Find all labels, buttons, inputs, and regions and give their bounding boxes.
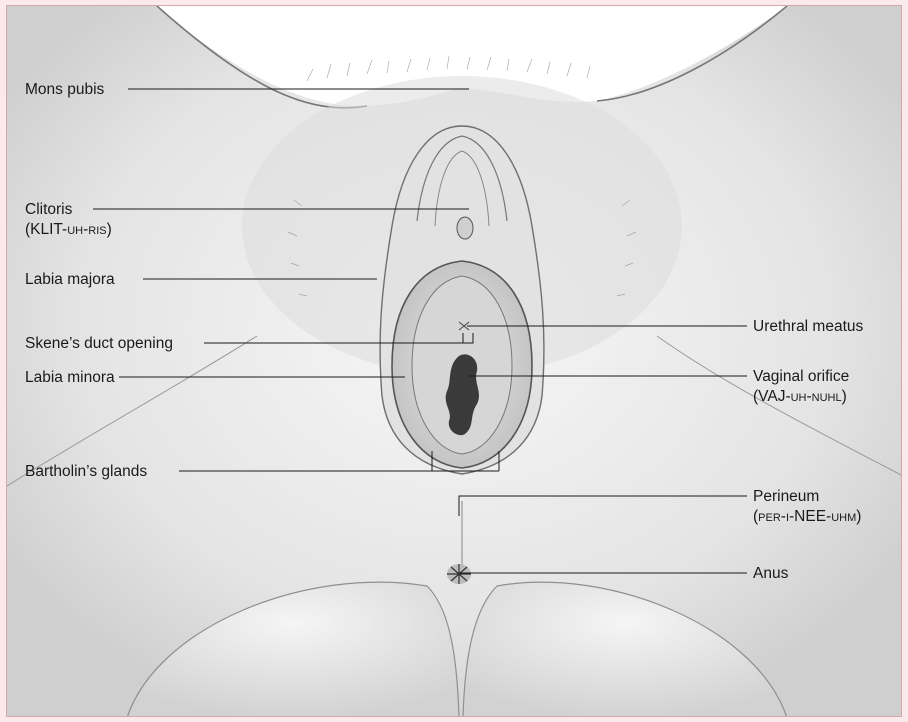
clitoris-shape — [457, 217, 473, 239]
label-perineum-pronunciation: (per-i-NEE-uhm) — [753, 507, 861, 526]
anus-shape — [447, 564, 471, 584]
label-clitoris: Clitoris — [25, 200, 72, 219]
anatomy-illustration — [7, 6, 902, 717]
figure-frame: Mons pubis Clitoris (KLIT-uh-ris) Labia … — [6, 5, 902, 717]
label-perineum: Perineum — [753, 487, 819, 506]
label-labia-minora: Labia minora — [25, 368, 115, 387]
label-urethral-meatus: Urethral meatus — [753, 317, 863, 336]
label-anus: Anus — [753, 564, 788, 583]
label-vaginal-orifice-pronunciation: (VAJ-uh-nuhl) — [753, 387, 847, 406]
label-vaginal-orifice: Vaginal orifice — [753, 367, 849, 386]
label-bartholins-glands: Bartholin’s glands — [25, 462, 147, 481]
label-labia-majora: Labia majora — [25, 270, 115, 289]
label-skenes-duct-opening: Skene’s duct opening — [25, 334, 173, 353]
label-clitoris-pronunciation: (KLIT-uh-ris) — [25, 220, 112, 239]
label-mons-pubis: Mons pubis — [25, 80, 104, 99]
